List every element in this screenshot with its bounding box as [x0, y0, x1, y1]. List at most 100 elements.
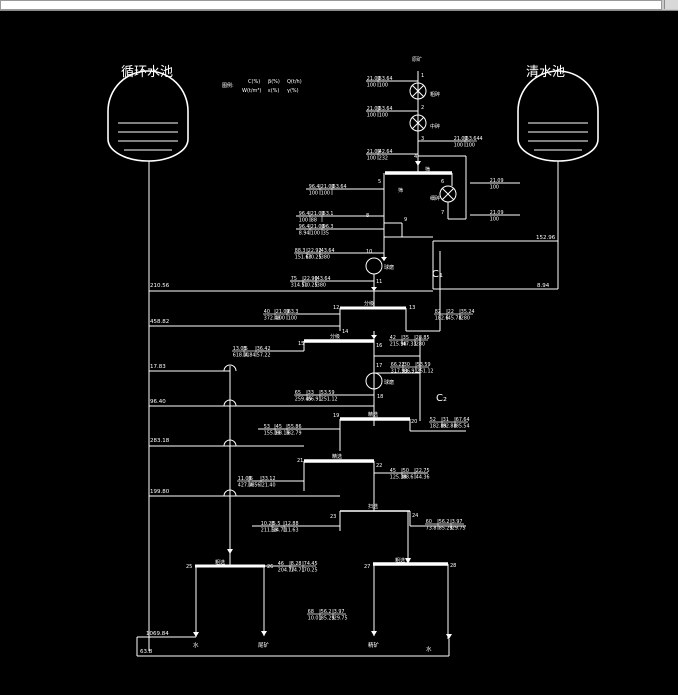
node-24: 24: [412, 513, 418, 519]
tag-value: 53.644: [466, 136, 483, 142]
tag-value: 100: [299, 218, 308, 224]
tag-value: 22.75: [416, 468, 430, 474]
tag-value: 155.18: [264, 431, 281, 437]
tag-value: 63.3: [288, 309, 299, 315]
tag-value: 96.4: [299, 224, 310, 230]
screen-label: 筛: [425, 166, 430, 173]
flowsheet-svg: 循环水池 清水池 图例: C(%) β(%) Q(t/h) W(t/m³) ε(…: [107, 56, 599, 657]
tag-value: 14.71: [291, 568, 305, 574]
tag-value: 21.40: [262, 483, 276, 489]
tag-value: 21.09: [367, 149, 381, 155]
tag-value: 21.09: [276, 309, 290, 315]
tag-value: 56.2: [439, 519, 450, 525]
legend-r1c1: C(%): [248, 79, 260, 85]
scroll-button[interactable]: [664, 0, 678, 9]
tag-value: 372.48: [264, 316, 281, 322]
node-9: 9: [404, 217, 407, 223]
tag-value: 4.56: [250, 483, 261, 489]
tag-value: 29.75: [334, 616, 348, 622]
tag-value: 100: [379, 113, 388, 119]
tag-value: 251.12: [417, 369, 434, 375]
tag-value: 380: [317, 283, 326, 289]
tag-value: 56.2: [321, 609, 332, 615]
tag-value: 31: [443, 417, 449, 423]
tag-value: 53.59: [417, 362, 431, 368]
tag-value: 21.09: [490, 178, 504, 184]
tag-value: 65: [295, 390, 301, 396]
tag-value: 380: [321, 255, 330, 261]
window-toolbar: [0, 0, 678, 11]
tag-value: 43.64: [317, 276, 331, 282]
tag-value: 22: [448, 309, 454, 315]
tag-value: 85.29: [439, 526, 453, 532]
tag-value: 100: [367, 83, 376, 89]
tag-value: 96.4: [309, 184, 320, 190]
node-19: 19: [333, 413, 339, 419]
tag-value: 88.3: [295, 248, 306, 254]
water-flow-4: 96.40: [150, 399, 166, 405]
tag-value: 96.3: [323, 224, 334, 230]
tag-value: 29.75: [452, 526, 466, 532]
tag-value: 14.71: [273, 528, 287, 534]
legend-r1c2: β(%): [268, 79, 280, 85]
cleaner-one-label: 精选: [368, 411, 378, 418]
tag-value: 10.01: [308, 616, 322, 622]
tag-value: 317.93: [391, 369, 408, 375]
tag-value: 30: [404, 362, 410, 368]
screen-label-2: 筛: [398, 187, 403, 194]
tag-value: 8.94: [299, 231, 310, 237]
node-26: 26: [267, 564, 273, 570]
tag-value: 21.09: [367, 76, 381, 82]
tag-value: 53.1: [323, 211, 334, 217]
tag-value: 53.64: [333, 184, 347, 190]
water-flow-8: 63.8: [140, 649, 153, 655]
tag-value: 100: [321, 191, 330, 197]
legend-r2c2: ε(%): [268, 88, 279, 94]
tag-value: 88: [311, 218, 317, 224]
water-flow-1: 210.56: [150, 283, 170, 289]
node-25: 25: [186, 564, 192, 570]
tag-value: 45: [390, 468, 396, 474]
mill-one-label: 球磨: [384, 264, 394, 271]
tag-value: 5.5: [273, 521, 281, 527]
water-flow-2: 458.82: [150, 319, 169, 325]
tag-value: 53.64: [379, 76, 393, 82]
tag-value: 36.42: [257, 346, 271, 352]
node-1: 1: [421, 73, 424, 79]
tag-value: 96.4: [299, 211, 310, 217]
tail-thickener-label: 粗选: [215, 559, 225, 566]
tag-value: 53: [264, 424, 270, 430]
tag-value: 21.09: [454, 136, 468, 142]
tag-value: 73.8: [426, 526, 437, 532]
clean-tank-label: 清水池: [526, 65, 565, 80]
tag-value: 55.86: [288, 424, 302, 430]
tag-value: 66.22: [391, 362, 405, 368]
tag-value: 4.84: [245, 353, 256, 359]
tag-value: 35: [323, 231, 329, 237]
node-4: 4: [414, 154, 417, 160]
legend-r2c1: W(t/m³): [242, 88, 261, 94]
node-27: 27: [364, 564, 370, 570]
tag-value: 100: [454, 143, 463, 149]
tag-value: 215.98: [390, 342, 407, 348]
tag-value: 259.45: [295, 397, 312, 403]
node-7: 7: [441, 210, 444, 216]
tag-value: 100: [490, 217, 499, 223]
tag-value: 314.51: [291, 283, 308, 289]
water-flow-5: 283.18: [150, 438, 170, 444]
tag-value: 52: [430, 417, 436, 423]
tag-value: 3.97: [452, 519, 463, 525]
legend-title: 图例:: [222, 82, 234, 89]
coarse-crush-label: 粗碎: [430, 91, 440, 98]
tag-value: 12.88: [285, 521, 299, 527]
node-17: 17: [376, 363, 382, 369]
address-field[interactable]: [0, 0, 662, 10]
tag-value: 42.64: [379, 149, 393, 155]
node-18: 18: [377, 394, 383, 400]
legend-r2c3: γ(%): [287, 88, 299, 94]
tag-value: 618.01: [233, 353, 250, 359]
flowsheet-diagram: 循环水池 清水池 图例: C(%) β(%) Q(t/h) W(t/m³) ε(…: [0, 11, 678, 691]
tag-value: 8.28: [291, 561, 302, 567]
tag-value: 47.33: [403, 342, 417, 348]
